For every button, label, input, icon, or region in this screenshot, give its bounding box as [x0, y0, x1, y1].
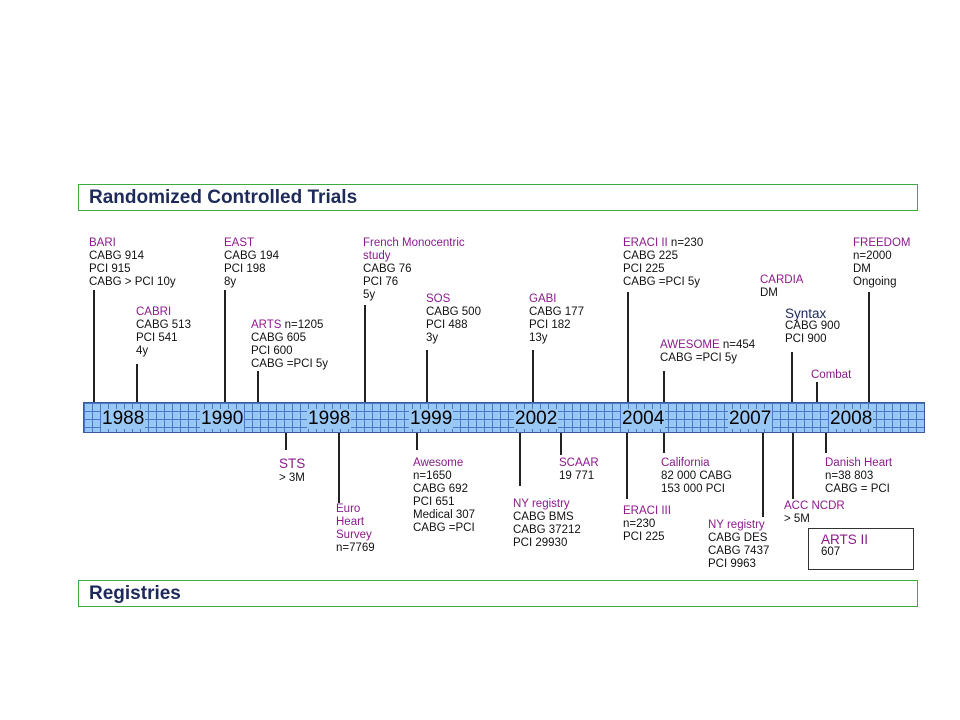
tick-ny-registry-2 [762, 433, 764, 517]
tick-bari [93, 290, 95, 402]
tick-cabri [136, 364, 138, 402]
registries-header: Registries [78, 580, 918, 607]
year-2002: 2002 [514, 408, 559, 429]
trial-sos: SOS CABG 500 PCI 488 3y [426, 293, 481, 344]
tick-french [364, 305, 366, 402]
trial-combat: Combat [811, 369, 852, 381]
trial-cabri: CABRI CABG 513 PCI 541 4y [136, 306, 191, 357]
tick-combat [816, 382, 818, 402]
tick-arts [257, 371, 259, 402]
tick-california [663, 433, 665, 453]
year-1998: 1998 [307, 408, 352, 429]
tick-awesome [663, 371, 665, 402]
trial-french-monocentric: French Monocentric study CABG 76 PCI 76 … [363, 237, 465, 301]
trial-gabi: GABI CABG 177 PCI 182 13y [529, 293, 584, 344]
trial-bari: BARI CABG 914 PCI 915 CABG > PCI 10y [89, 237, 176, 288]
tick-sts [285, 433, 287, 450]
year-1990: 1990 [200, 408, 245, 429]
registry-sts: STS > 3M [279, 456, 306, 484]
registry-scaar: SCAAR 19 771 [559, 457, 599, 482]
registries-header-label: Registries [89, 582, 181, 604]
year-1999: 1999 [409, 408, 454, 429]
trial-awesome: AWESOME n=454 CABG =PCI 5y [660, 339, 756, 364]
year-2007: 2007 [728, 408, 773, 429]
tick-sos [426, 350, 428, 402]
registry-arts-ii: ARTS II 607 [821, 532, 869, 558]
rct-header: Randomized Controlled Trials [78, 184, 918, 211]
tick-east [224, 290, 226, 402]
registry-california: California 82 000 CABG 153 000 PCI [661, 457, 732, 495]
trial-cardia: CARDIA DM [760, 274, 804, 299]
trial-east: EAST CABG 194 PCI 198 8y [224, 237, 279, 288]
tick-danish-heart [825, 433, 827, 453]
tick-euro-heart [338, 433, 340, 503]
trial-arts: ARTS n=1205 CABG 605 PCI 600 CABG =PCI 5… [251, 319, 329, 370]
registry-acc-ncdr: ACC NCDR > 5M [784, 500, 845, 525]
registry-eraci-iii: ERACI III n=230 PCI 225 [623, 505, 671, 543]
arts-ii-box: ARTS II 607 [808, 528, 914, 570]
year-2008: 2008 [829, 408, 874, 429]
registry-euro-heart-survey: Euro Heart Survey n=7769 [336, 503, 375, 554]
registry-ny-registry-2: NY registry CABG DES CABG 7437 PCI 9963 [708, 519, 770, 570]
tick-syntax [791, 352, 793, 402]
tick-eraci3 [626, 433, 628, 499]
tick-acc-ncdr [792, 433, 794, 499]
tick-scaar [560, 433, 562, 455]
registry-danish-heart: Danish Heart n=38 803 CABG = PCI [825, 457, 893, 495]
trial-freedom: FREEDOM n=2000 DM Ongoing [853, 237, 911, 288]
registry-ny-registry-1: NY registry CABG BMS CABG 37212 PCI 2993… [513, 498, 581, 549]
registry-awesome: Awesome n=1650 CABG 692 PCI 651 Medical … [413, 457, 476, 534]
trial-eraci-ii: ERACI II n=230 CABG 225 PCI 225 CABG =PC… [623, 237, 704, 288]
tick-ny-registry-1 [519, 433, 521, 486]
tick-eraci2 [627, 292, 629, 402]
tick-gabi [532, 350, 534, 402]
rct-header-label: Randomized Controlled Trials [89, 186, 358, 208]
tick-awesome-reg [416, 433, 418, 450]
year-2004: 2004 [621, 408, 666, 429]
tick-freedom [868, 292, 870, 402]
year-1988: 1988 [101, 408, 146, 429]
trial-syntax: Syntax CABG 900 PCI 900 [785, 306, 840, 345]
